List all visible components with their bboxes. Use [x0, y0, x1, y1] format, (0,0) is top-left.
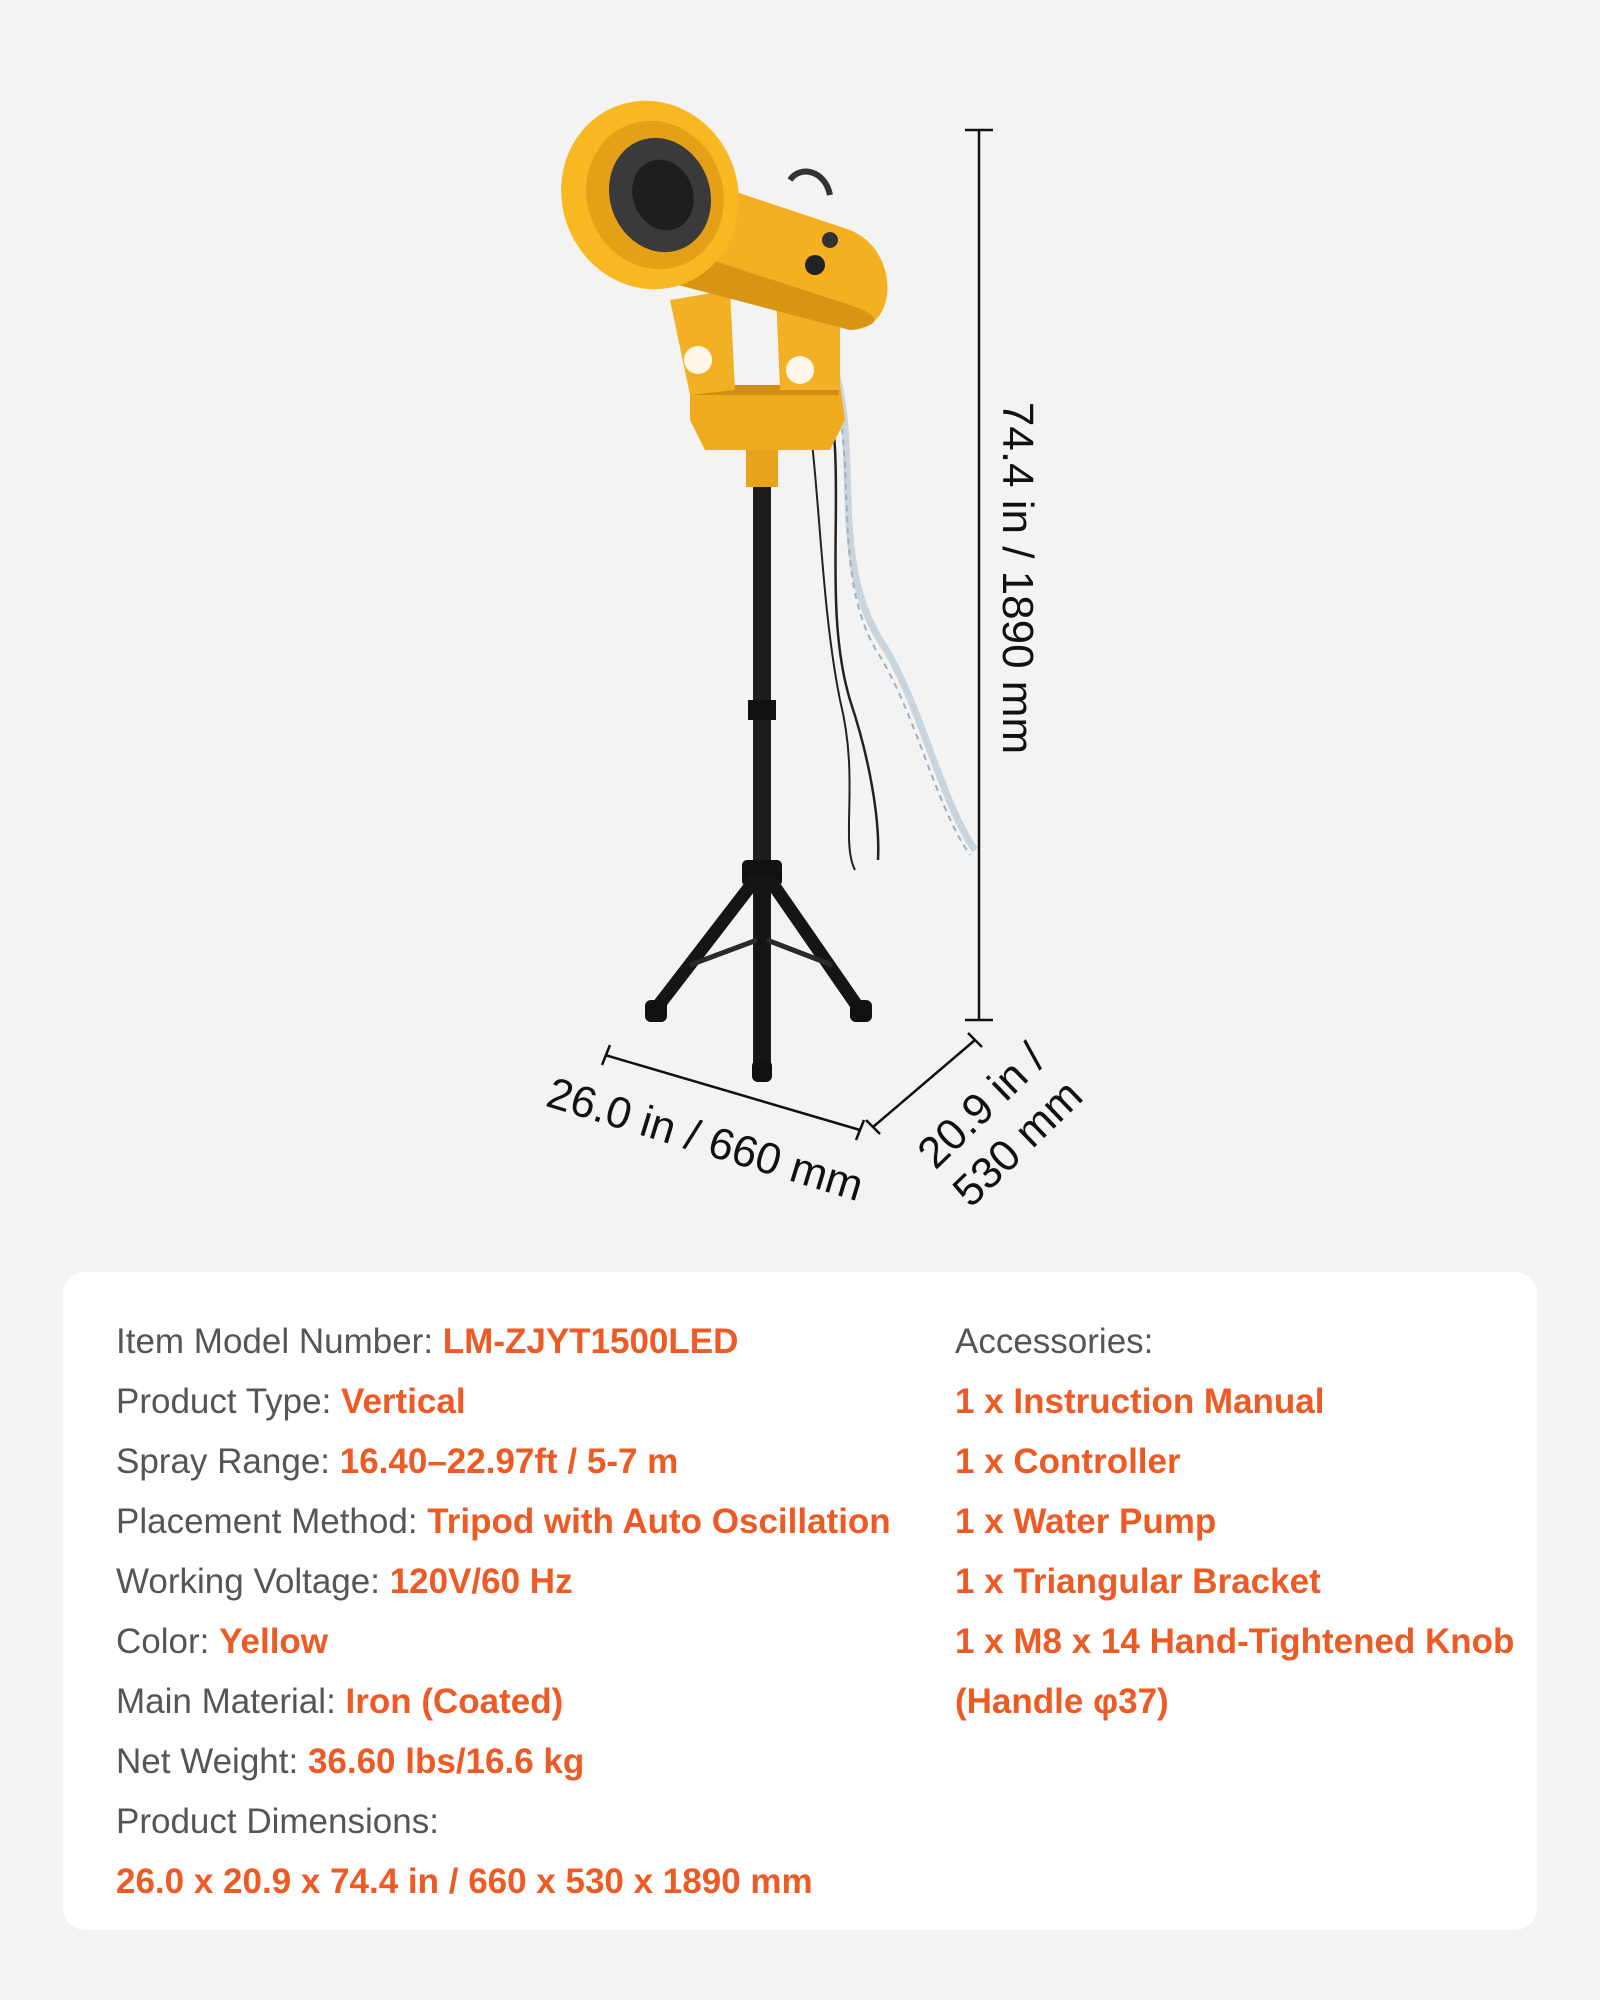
spec-label: Working Voltage: — [116, 1562, 390, 1601]
spec-row-weight: Net Weight: 36.60 lbs/16.6 kg — [116, 1732, 891, 1792]
cables — [804, 368, 978, 871]
spec-card: Item Model Number: LM-ZJYT1500LED Produc… — [63, 1272, 1537, 1930]
specs-column: Item Model Number: LM-ZJYT1500LED Produc… — [116, 1312, 891, 1912]
spec-row-type: Product Type: Vertical — [116, 1372, 891, 1432]
spec-value: Yellow — [219, 1622, 329, 1661]
accessories-label: Accessories: — [955, 1322, 1154, 1361]
product-image — [561, 100, 993, 1141]
accessory-item: 1 x Instruction Manual — [955, 1382, 1325, 1421]
accessory-item: 1 x M8 x 14 Hand-Tightened Knob — [955, 1622, 1515, 1661]
accessory-item: 1 x Water Pump — [955, 1502, 1217, 1541]
spec-row-range: Spray Range: 16.40–22.97ft / 5-7 m — [116, 1432, 891, 1492]
spec-value: 16.40–22.97ft / 5-7 m — [339, 1442, 679, 1481]
spec-label: Product Type: — [116, 1382, 342, 1421]
spec-value: 36.60 lbs/16.6 kg — [307, 1742, 585, 1781]
accessory-item: 1 x Triangular Bracket — [955, 1562, 1321, 1601]
depth-dimension-line — [865, 1032, 983, 1135]
spec-label: Placement Method: — [116, 1502, 428, 1541]
spec-row-color: Color: Yellow — [116, 1612, 891, 1672]
spec-value: Iron (Coated) — [345, 1682, 564, 1721]
spec-label: Product Dimensions: — [116, 1802, 439, 1841]
spec-row-material: Main Material: Iron (Coated) — [116, 1672, 891, 1732]
accessory-item: (Handle φ37) — [955, 1682, 1169, 1721]
spec-value: 120V/60 Hz — [389, 1562, 573, 1601]
height-dimension-label: 74.4 in / 1890 mm — [993, 401, 1042, 755]
spec-row-placement: Placement Method: Tripod with Auto Oscil… — [116, 1492, 891, 1552]
width-dimension-line — [600, 1044, 866, 1141]
spec-value: Tripod with Auto Oscillation — [427, 1502, 891, 1541]
spec-row-model: Item Model Number: LM-ZJYT1500LED — [116, 1312, 891, 1372]
spec-row-dimensions-label: Product Dimensions: — [116, 1792, 891, 1852]
fan-cannon — [561, 100, 888, 330]
spec-value: LM-ZJYT1500LED — [442, 1322, 739, 1361]
tripod — [645, 468, 872, 1082]
spec-label: Item Model Number: — [116, 1322, 443, 1361]
height-dimension-line — [965, 128, 993, 1022]
spec-value: Vertical — [341, 1382, 466, 1421]
accessories-column: Accessories: 1 x Instruction Manual 1 x … — [955, 1312, 1514, 1732]
spec-value: 26.0 x 20.9 x 74.4 in / 660 x 530 x 1890… — [116, 1862, 813, 1901]
spec-label: Color: — [116, 1622, 220, 1661]
spec-label: Spray Range: — [116, 1442, 340, 1481]
spec-row-dimensions-value: 26.0 x 20.9 x 74.4 in / 660 x 530 x 1890… — [116, 1852, 891, 1912]
accessories-title: Accessories: — [955, 1312, 1514, 1372]
spec-label: Main Material: — [116, 1682, 346, 1721]
spec-label: Net Weight: — [116, 1742, 308, 1781]
spec-row-voltage: Working Voltage: 120V/60 Hz — [116, 1552, 891, 1612]
accessory-item: 1 x Controller — [955, 1442, 1181, 1481]
